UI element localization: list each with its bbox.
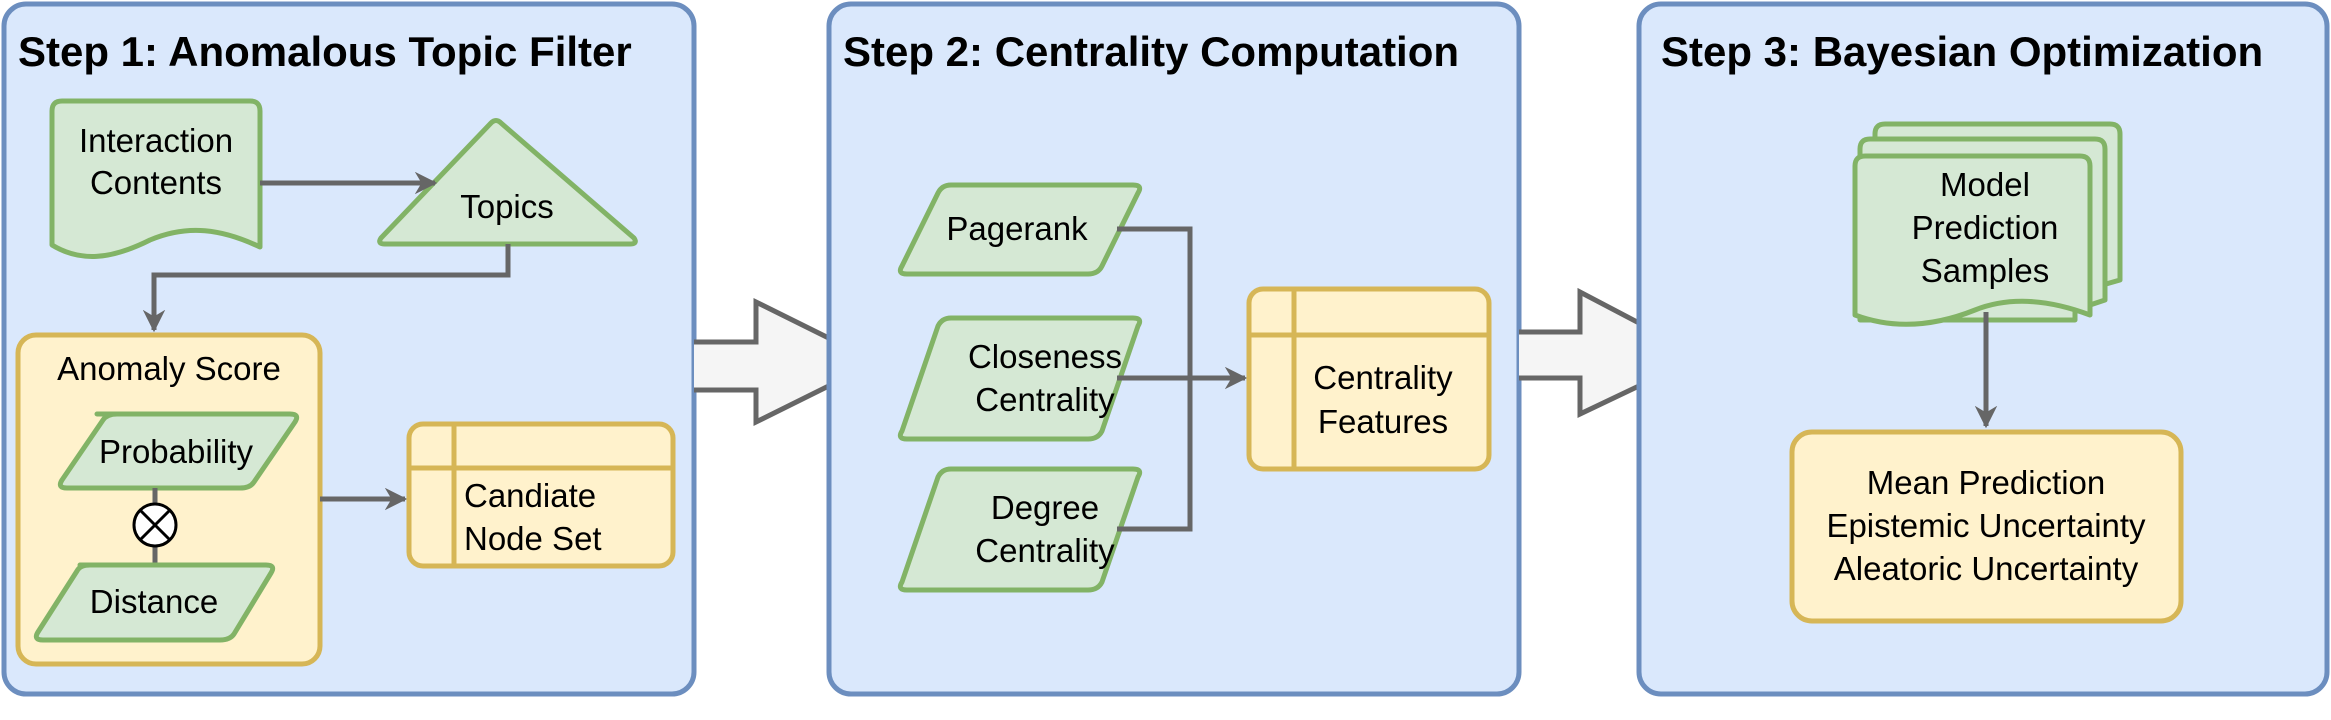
pagerank-node: Pagerank <box>897 182 1143 277</box>
topics-label: Topics <box>460 188 554 225</box>
closeness-centrality-node: Closeness Centrality <box>897 315 1143 442</box>
probability-node: Probability <box>57 411 300 491</box>
candidate-node-set-node: Candiate Node Set <box>406 421 676 569</box>
output-metrics-node: Mean Prediction Epistemic Uncertainty Al… <box>1789 429 2184 624</box>
candidate-label-1: Candiate <box>464 477 596 514</box>
model-prediction-samples-node: Model Prediction Samples <box>1852 121 2123 327</box>
centrality-features-label-1: Centrality <box>1313 359 1453 396</box>
step2-panel: Step 2: Centrality Computation Pagerank … <box>826 1 1522 697</box>
samples-label-2: Prediction <box>1912 209 2059 246</box>
closeness-label-2: Centrality <box>975 381 1115 418</box>
step1-title: Step 1: Anomalous Topic Filter <box>18 28 632 75</box>
multiply-icon <box>132 502 178 548</box>
interaction-contents-label-2: Contents <box>90 164 222 201</box>
candidate-label-2: Node Set <box>464 520 602 557</box>
interaction-contents-node: Interaction Contents <box>49 98 263 259</box>
samples-label-3: Samples <box>1921 252 2049 289</box>
degree-label-2: Centrality <box>975 532 1115 569</box>
step3-title: Step 3: Bayesian Optimization <box>1661 28 2263 75</box>
edge-topics-to-anomaly <box>142 244 511 333</box>
centrality-features-node: Centrality Features <box>1246 286 1492 472</box>
probability-label: Probability <box>99 433 254 470</box>
mean-prediction-label: Mean Prediction <box>1867 464 2105 501</box>
step3-panel: Step 3: Bayesian Optimization Model Pred… <box>1636 1 2330 697</box>
centrality-features-label-2: Features <box>1318 403 1448 440</box>
topics-node: Topics <box>377 118 638 247</box>
distance-node: Distance <box>33 562 276 643</box>
interaction-contents-label-1: Interaction <box>79 122 233 159</box>
pagerank-label: Pagerank <box>946 210 1088 247</box>
closeness-label-1: Closeness <box>968 338 1122 375</box>
step1-panel: Step 1: Anomalous Topic Filter Interacti… <box>1 1 697 697</box>
anomaly-score-node: Anomaly Score Probability Distance <box>15 332 323 667</box>
aleatoric-uncertainty-label: Aleatoric Uncertainty <box>1834 550 2139 587</box>
epistemic-uncertainty-label: Epistemic Uncertainty <box>1826 507 2146 544</box>
degree-centrality-node: Degree Centrality <box>897 466 1143 593</box>
degree-label-1: Degree <box>991 489 1099 526</box>
anomaly-score-label: Anomaly Score <box>57 350 281 387</box>
samples-label-1: Model <box>1940 166 2030 203</box>
step2-title: Step 2: Centrality Computation <box>843 28 1459 75</box>
distance-label: Distance <box>90 583 218 620</box>
